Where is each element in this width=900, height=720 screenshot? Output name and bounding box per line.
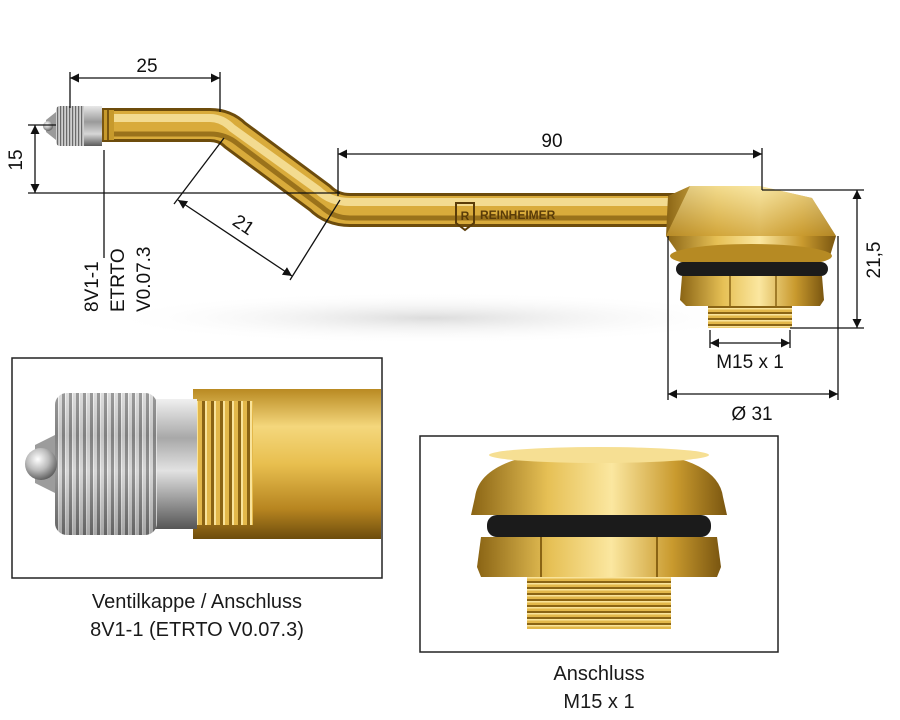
dim-thread: M15 x 1 xyxy=(716,352,784,373)
caption-right-line-2: M15 x 1 xyxy=(563,691,635,713)
dim-height-left: 15 xyxy=(6,149,27,170)
dim-diagonal: 21 xyxy=(228,211,257,240)
caption-left-line-1: Ventilkappe / Anschluss xyxy=(91,591,303,613)
caption-right: Anschluss M15 x 1 xyxy=(420,660,778,716)
dimension-lines xyxy=(28,72,864,400)
spec-line-3: V0.07.3 xyxy=(134,247,155,313)
valve-main-image: R REINHEIMER xyxy=(43,106,836,344)
vertical-spec-label: 8V1-1 ETRTO V0.07.3 xyxy=(82,247,155,313)
brand-logo-letter: R xyxy=(461,209,470,223)
caption-right-line-1: Anschluss xyxy=(553,663,645,685)
dim-long-length: 90 xyxy=(541,131,562,152)
detail-box-cap xyxy=(11,357,383,579)
spec-line-1: 8V1-1 xyxy=(82,261,103,312)
caption-left-line-2: 8V1-1 (ETRTO V0.07.3) xyxy=(90,619,304,641)
brand-logo: R REINHEIMER xyxy=(455,202,556,232)
dim-height-right: 21,5 xyxy=(864,242,885,279)
detail-box-thread xyxy=(419,435,779,653)
valve-base xyxy=(666,186,836,328)
spec-line-2: ETRTO xyxy=(108,248,129,312)
caption-left: Ventilkappe / Anschluss 8V1-1 (ETRTO V0.… xyxy=(12,588,382,644)
brand-name: REINHEIMER xyxy=(480,208,556,222)
dim-top-length: 25 xyxy=(136,56,157,77)
dim-diameter: Ø 31 xyxy=(731,404,772,425)
